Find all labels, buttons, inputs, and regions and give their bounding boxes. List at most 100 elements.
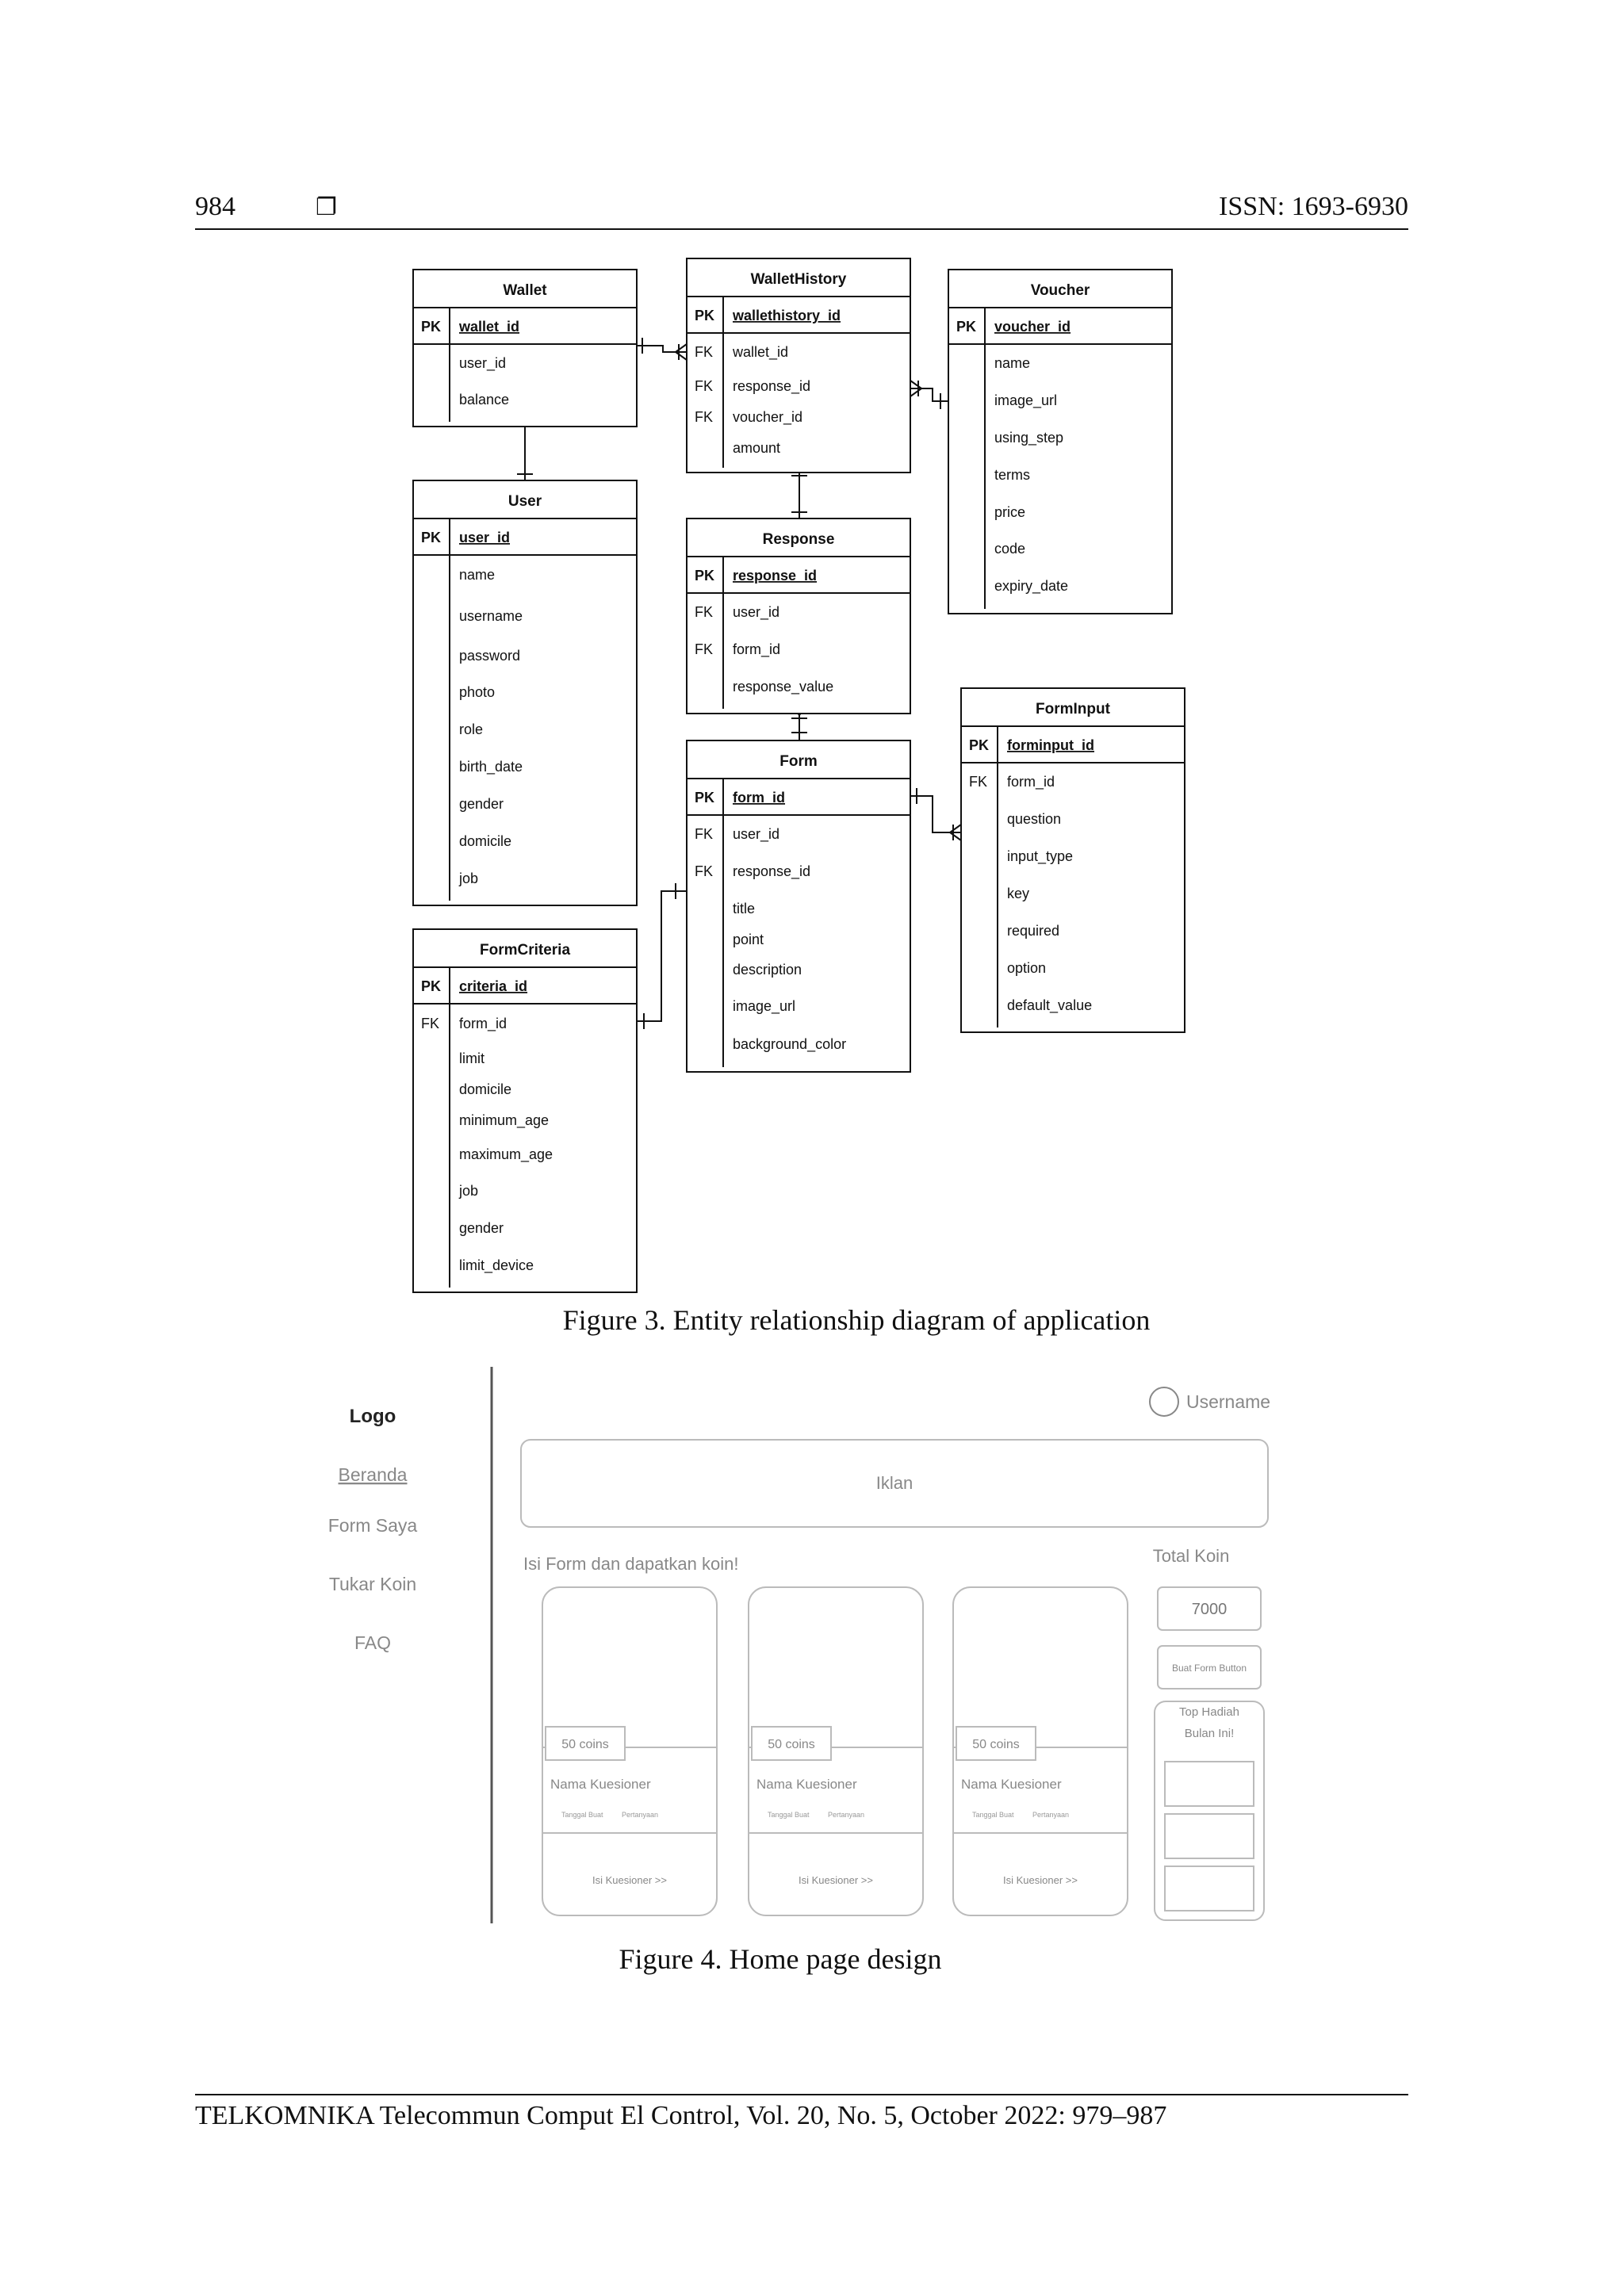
entity-key-label: FK (695, 378, 713, 394)
entity-field: background_color (733, 1036, 846, 1053)
entity-title: FormInput (1036, 701, 1111, 718)
card-meta-date: Tanggal Buat (972, 1811, 1014, 1819)
link-formcriteria-form (636, 890, 687, 1022)
card-cta-link[interactable]: Isi Kuesioner >> (1003, 1874, 1078, 1886)
entity-field: response_id (733, 863, 810, 880)
create-form-button[interactable] (1157, 1645, 1262, 1689)
entity-field: wallet_id (458, 319, 519, 335)
entity-key-label: PK (956, 319, 976, 335)
card-cta-link[interactable]: Isi Kuesioner >> (799, 1874, 873, 1886)
sidebar-item-form-saya[interactable]: Form Saya (328, 1515, 418, 1536)
entity-key-label: FK (695, 409, 713, 425)
entity-field: response_id (733, 568, 817, 584)
card-frame (748, 1586, 924, 1916)
entity-field: maximum_age (459, 1146, 553, 1163)
entity-key-label: PK (695, 790, 714, 806)
entity-field: key (1007, 886, 1029, 901)
ad-banner-label: Iklan (876, 1473, 913, 1493)
coin-badge (751, 1726, 832, 1761)
entity-field: balance (459, 392, 509, 408)
link-form-forminput (910, 795, 961, 833)
entity-title: FormCriteria (480, 942, 570, 959)
entity-field: minimum_age (459, 1112, 549, 1129)
sidebar-item-beranda[interactable]: Beranda (339, 1464, 408, 1485)
sidebar-logo: Logo (350, 1406, 396, 1427)
entity-field: forminput_id (1007, 737, 1094, 753)
link-wallet-wallethistory-markers (642, 338, 688, 361)
card-frame (952, 1586, 1128, 1916)
entity-field: name (994, 355, 1030, 371)
card-title: Nama Kuesioner (961, 1777, 1062, 1792)
link-wallethistory-response-markers (791, 475, 807, 513)
card-meta-questions: Pertanyaan (1032, 1811, 1069, 1819)
entity-title: WalletHistory (751, 271, 847, 288)
entity-field: wallethistory_id (732, 308, 841, 323)
entity-key-label: PK (969, 737, 989, 753)
coin-badge-label: 50 coins (561, 1738, 609, 1751)
reward-slot[interactable] (1164, 1866, 1254, 1911)
entity-field: question (1007, 811, 1061, 827)
top-rewards-panel (1154, 1701, 1265, 1921)
entity-field: using_step (994, 430, 1063, 446)
entity-field: response_value (733, 679, 833, 695)
entity-field: job (458, 871, 478, 886)
link-wallet-wallethistory (636, 345, 687, 353)
entity-field: user_id (459, 530, 510, 545)
entity-key-label: FK (695, 863, 713, 879)
sidebar-item-tukar-koin[interactable]: Tukar Koin (329, 1574, 416, 1594)
issn-label: ISSN: 1693-6930 (1219, 192, 1408, 221)
entity-key-label: PK (421, 530, 441, 545)
entity-field: required (1007, 923, 1059, 939)
avatar-icon[interactable] (1149, 1387, 1179, 1417)
entity-field: price (994, 504, 1025, 520)
entity-field: limit (459, 1050, 485, 1066)
card-meta-questions: Pertanyaan (622, 1811, 658, 1819)
card-cta-link[interactable]: Isi Kuesioner >> (592, 1874, 667, 1886)
entity-field: name (459, 567, 495, 583)
top-rewards-title-1: Top Hadiah (1179, 1705, 1239, 1719)
card-title: Nama Kuesioner (756, 1777, 857, 1792)
entity-field: response_id (733, 378, 810, 395)
entity-key-label: PK (421, 319, 441, 335)
entity-key-label: PK (695, 568, 714, 584)
reward-slot[interactable] (1164, 1813, 1254, 1859)
entity-field: user_id (459, 355, 506, 372)
sidebar-item-faq[interactable]: FAQ (354, 1632, 391, 1653)
figure-4-caption: Figure 4. Home page design (619, 1943, 942, 1975)
entity-field: wallet_id (732, 344, 788, 361)
entity-key-label: FK (695, 826, 713, 842)
entity-key-label: FK (695, 604, 713, 620)
entity-field: voucher_id (733, 409, 802, 426)
entity-title: User (508, 493, 542, 510)
coin-badge (545, 1726, 626, 1761)
entity-field: option (1007, 960, 1046, 976)
reward-slot[interactable] (1164, 1761, 1254, 1807)
entity-field: expiry_date (994, 578, 1068, 595)
entity-key-label: FK (421, 1016, 439, 1031)
page-number: 984 (195, 192, 236, 221)
username-label[interactable]: Username (1186, 1391, 1270, 1412)
total-koin-box (1157, 1586, 1262, 1631)
ad-banner[interactable] (520, 1439, 1269, 1528)
entity-title: Voucher (1031, 282, 1090, 299)
card-meta-date: Tanggal Buat (561, 1811, 603, 1819)
entity-field: job (458, 1183, 478, 1199)
entity-field: form_id (733, 790, 785, 806)
total-koin-value: 7000 (1192, 1601, 1228, 1618)
entity-field: domicile (459, 1081, 511, 1097)
figure-3-caption: Figure 3. Entity relationship diagram of… (562, 1304, 1151, 1336)
entity-field: title (733, 901, 755, 916)
